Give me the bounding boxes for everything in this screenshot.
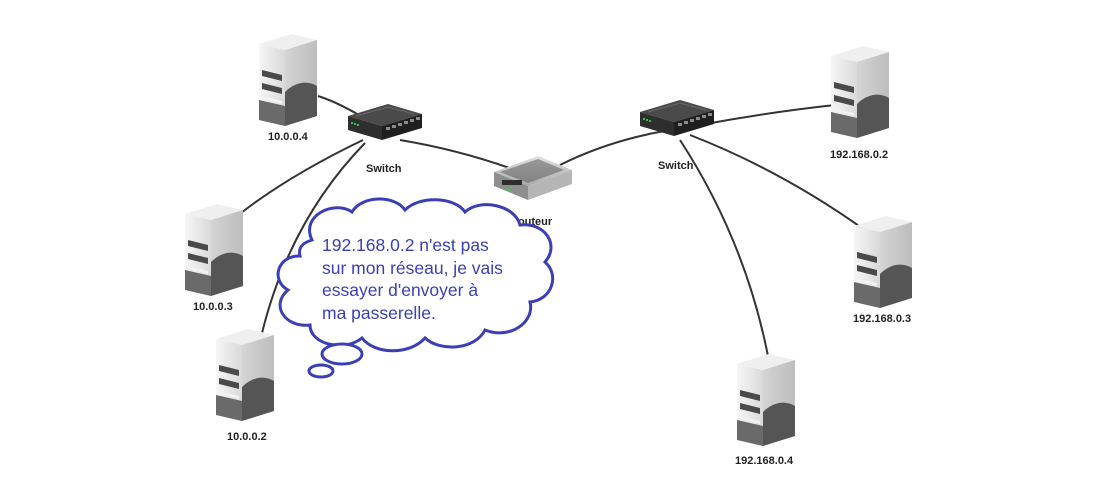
switch-right: Switch: [639, 99, 715, 172]
link-server-10-0-0-3-switch-left: [240, 139, 364, 214]
switch-label: Switch: [658, 160, 694, 172]
link-switch-right-server-192-168-0-4: [679, 139, 769, 357]
switch-label: Switch: [366, 163, 402, 175]
server-10-0-0-4: 10.0.0.4: [259, 34, 317, 143]
thought-line: sur mon réseau, je vais: [322, 257, 503, 278]
link-switch-right-server-192-168-0-3: [689, 134, 863, 229]
server-192-168-0-4: 192.168.0.4: [735, 354, 795, 467]
thought-bubble: [276, 197, 555, 379]
switch-icon: [639, 99, 715, 137]
switch-left: Switch: [347, 103, 423, 175]
links: [240, 95, 863, 357]
thought-cloud-shape: [276, 197, 555, 353]
server-label: 192.168.0.4: [735, 455, 794, 467]
server-label: 10.0.0.4: [268, 131, 309, 143]
server-10-0-0-3: 10.0.0.3: [185, 204, 243, 313]
router-icon: [494, 156, 572, 200]
server-192-168-0-3: 192.168.0.3: [853, 216, 912, 325]
server-192-168-0-2: 192.168.0.2: [830, 46, 889, 161]
thought-line: 192.168.0.2 n'est pas: [322, 235, 489, 255]
server-icon: [259, 34, 317, 126]
link-switch-left-router: [399, 139, 516, 171]
server-label: 10.0.0.2: [227, 431, 267, 443]
link-server-10-0-0-2-switch-left: [261, 142, 366, 334]
thought-bubble-dot-small: [307, 363, 335, 379]
link-router-switch-right: [559, 129, 671, 166]
thought-bubble-text: 192.168.0.2 n'est pas sur mon réseau, je…: [322, 234, 527, 324]
server-10-0-0-2: 10.0.0.2: [216, 329, 274, 443]
thought-line: ma passerelle.: [322, 302, 436, 323]
server-label: 192.168.0.2: [830, 149, 888, 161]
link-switch-right-server-192-168-0-2: [699, 104, 836, 126]
server-icon: [216, 329, 274, 421]
server-icon: [185, 204, 243, 296]
thought-bubble-dot-large: [320, 342, 364, 366]
thought-line: essayer d'envoyer à: [322, 280, 479, 300]
server-icon: [737, 354, 795, 446]
server-icon: [831, 46, 889, 138]
server-label: 192.168.0.3: [853, 313, 911, 325]
server-label: 10.0.0.3: [193, 301, 233, 313]
server-icon: [854, 216, 912, 308]
switch-icon: [347, 103, 423, 141]
